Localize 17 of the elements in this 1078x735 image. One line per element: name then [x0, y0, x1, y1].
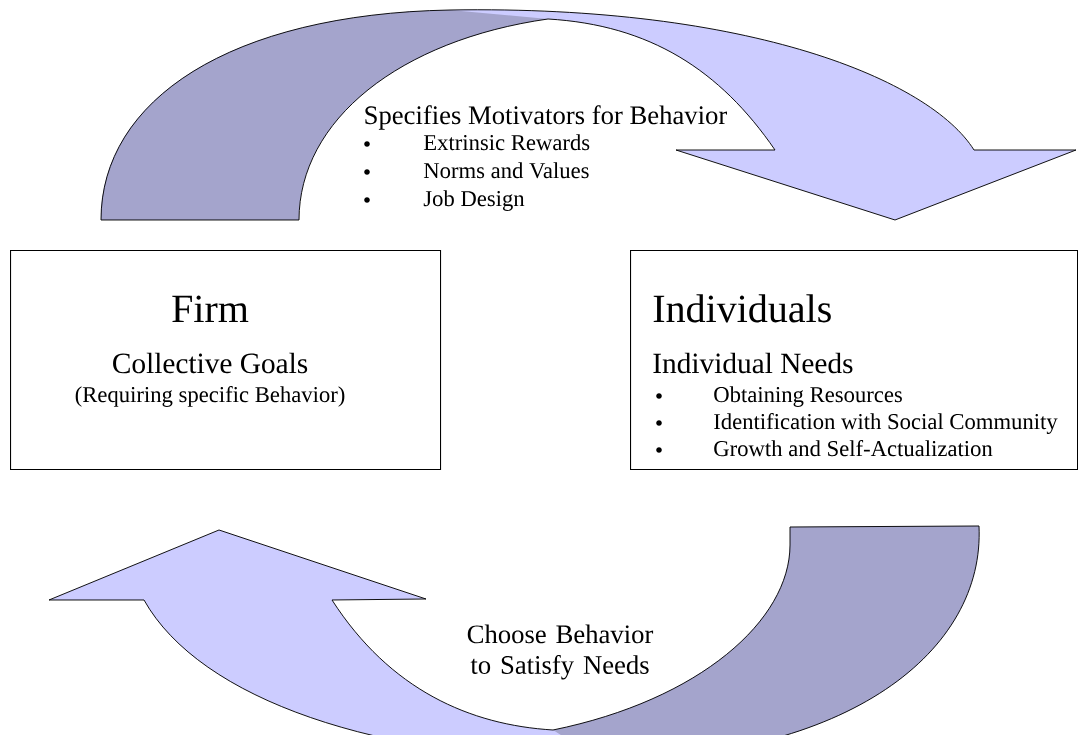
text-box: [10, 250, 442, 471]
box-text: Identification with Social Community: [714, 413, 1058, 434]
box-text: Obtaining Resources: [714, 386, 902, 407]
curved-arrow: [48, 525, 980, 735]
list-item: Job Design: [423, 190, 525, 211]
box-title: Individuals: [653, 294, 831, 323]
edge-label: Choose Behavior to Satisfy Needs: [467, 624, 654, 680]
box-title: Firm: [172, 295, 249, 322]
box-heading: Collective Goals: [113, 352, 308, 374]
box-text: Growth and Self-Actualization: [714, 440, 993, 457]
edge-label: Specifies Motivators for Behavior: [365, 105, 727, 130]
list-item: Norms and Values: [423, 162, 589, 179]
text-box: [630, 250, 1078, 471]
curved-arrow: [100, 9, 1077, 221]
box-heading: Individual Needs: [653, 352, 853, 374]
box-text: (Requiring specific Behavior): [75, 386, 345, 407]
list-item: Extrinsic Rewards: [423, 134, 590, 151]
